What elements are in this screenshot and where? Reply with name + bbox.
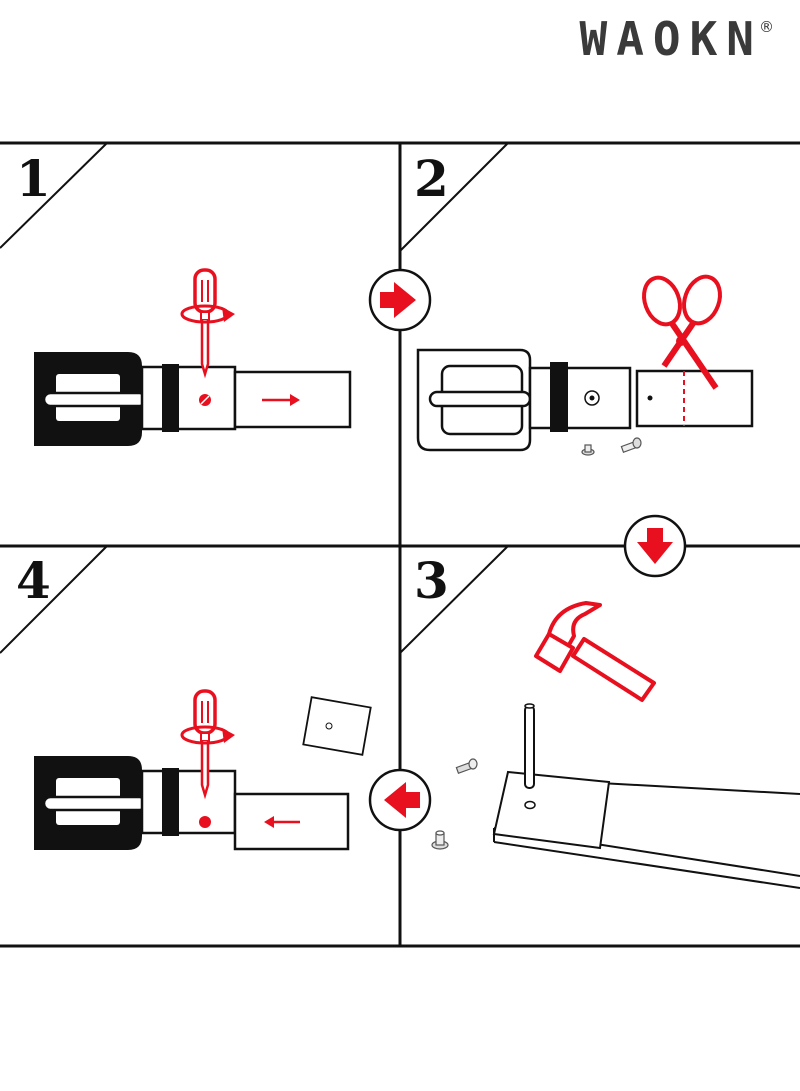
brand-logo: WAOKN ® <box>580 14 774 64</box>
screw-icon <box>455 758 478 774</box>
hammer-icon <box>534 601 656 702</box>
step-number-4: 4 <box>16 551 51 610</box>
screw-icon <box>581 444 595 456</box>
belt-strap <box>233 370 352 429</box>
belt-strap-cut <box>635 369 754 428</box>
panel-step-2 <box>416 274 754 456</box>
next-step-arrow-right <box>368 268 432 332</box>
screwdriver-icon <box>180 268 237 376</box>
step-number-3: 3 <box>414 551 449 610</box>
brand-name: WAOKN <box>579 12 763 66</box>
screw-head-icon <box>199 394 211 406</box>
panel-step-3 <box>431 601 800 889</box>
panel-step-4 <box>32 689 372 852</box>
step-number-2: 2 <box>414 149 449 208</box>
next-step-arrow-left <box>368 768 432 832</box>
cut-piece <box>302 696 372 756</box>
direction-arrow-icon <box>264 816 300 828</box>
screw-head-icon <box>199 816 211 828</box>
step-number-1: 1 <box>16 149 51 208</box>
scissors-icon <box>642 274 722 390</box>
buckle-outline <box>416 348 632 452</box>
next-step-arrow-down <box>623 514 687 578</box>
registered-mark: ® <box>759 18 774 36</box>
rivet-post-icon <box>431 830 449 850</box>
punch-tool-icon <box>524 703 535 789</box>
panel-step-1 <box>32 268 352 448</box>
direction-arrow-icon <box>262 394 300 406</box>
screw-icon <box>620 437 642 453</box>
leather-block <box>492 770 611 850</box>
